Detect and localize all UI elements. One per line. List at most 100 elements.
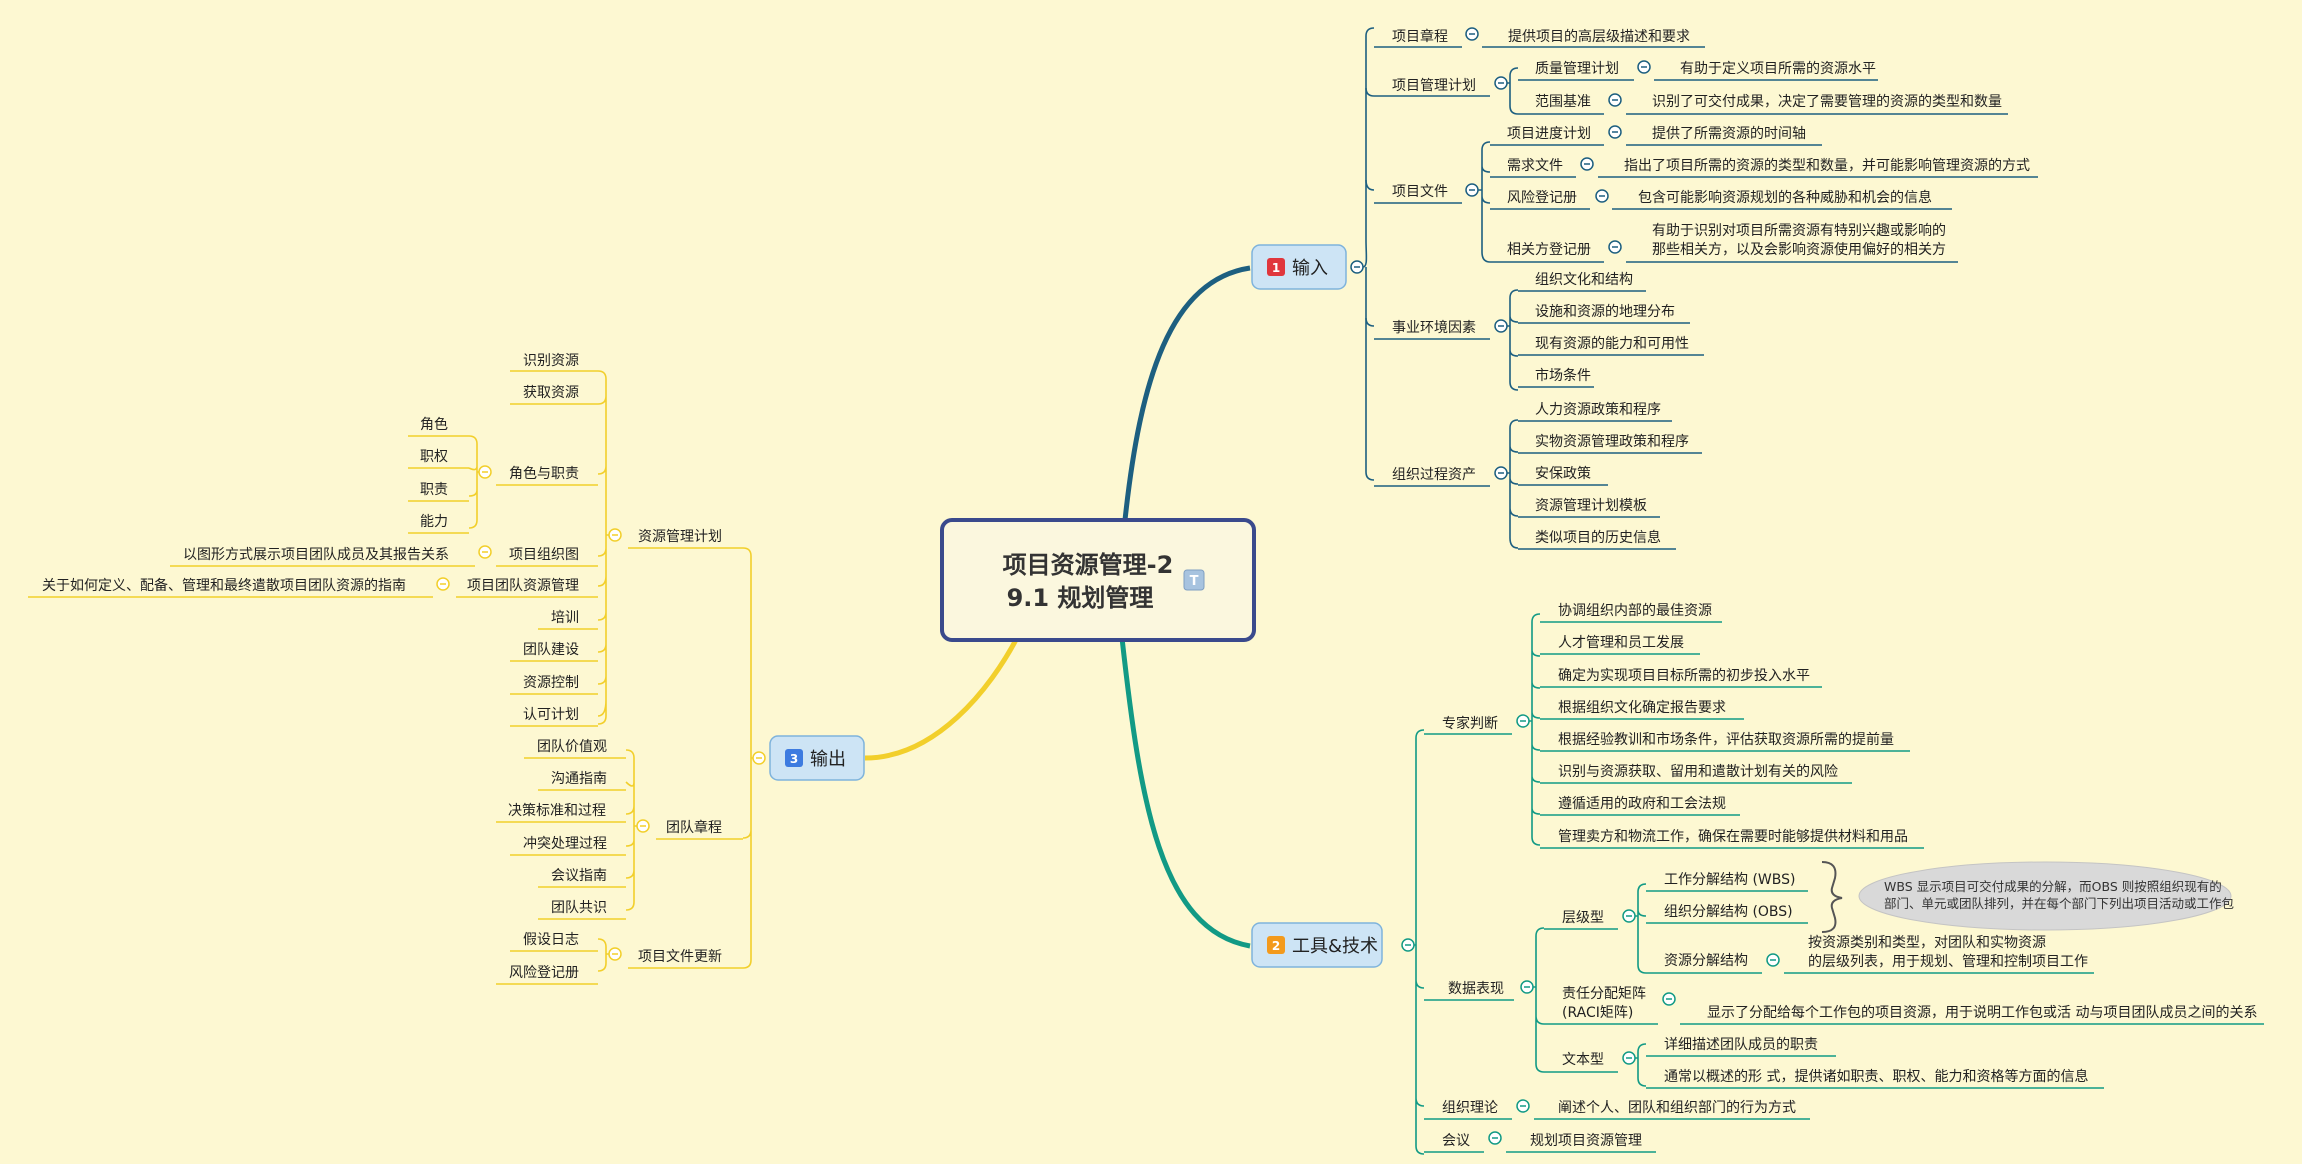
note-raci: 显示了分配给每个工作包的项目资源，用于说明工作包或活 动与项目团队成员之间的关系 — [1707, 1005, 2257, 1021]
collapse-charter-button[interactable] — [1465, 27, 1479, 41]
node-data-representation[interactable]: 数据表现 — [1448, 981, 1504, 997]
priority-2-icon — [1267, 936, 1285, 954]
input-spine-top — [1362, 27, 1375, 268]
collapse-output-button[interactable] — [752, 751, 766, 765]
text-oriented-item-1: 详细描述团队成员的职责 — [1664, 1037, 1818, 1053]
node-wbs[interactable]: 工作分解结构 (WBS) — [1664, 872, 1795, 888]
rmp-team-building: 团队建设 — [523, 642, 579, 658]
node-expert-judgment[interactable]: 专家判断 — [1442, 715, 1498, 732]
note-scope-baseline: 识别了可交付成果，决定了需要管理的资源的类型和数量 — [1652, 93, 2002, 110]
collapse-rmp-button[interactable] — [608, 528, 622, 542]
node-eef[interactable]: 事业环境因素 — [1392, 320, 1476, 336]
collapse-docs-button[interactable] — [1465, 183, 1479, 197]
input-spine-bottom — [1365, 267, 1375, 481]
expert-item-6: 识别与资源获取、留用和遣散计划有关的风险 — [1558, 764, 1838, 780]
node-risk-register[interactable]: 风险登记册 — [1507, 190, 1577, 206]
collapse-hier-button[interactable] — [1622, 909, 1636, 923]
collapse-roles-button[interactable] — [478, 465, 492, 479]
node-project-charter[interactable]: 项目章程 — [1392, 28, 1448, 45]
central-title-line1: 项目资源管理-2 — [1003, 551, 1174, 579]
node-opa[interactable]: 组织过程资产 — [1392, 467, 1476, 483]
node-text-oriented[interactable]: 文本型 — [1562, 1052, 1604, 1068]
collapse-orgchart-button[interactable] — [478, 545, 492, 559]
collapse-expert-button[interactable] — [1516, 714, 1530, 728]
note-risk-register: 包含可能影响资源规划的各种威胁和机会的信息 — [1638, 189, 1932, 206]
charter-item-2: 沟通指南 — [551, 771, 607, 787]
note-meetings: 规划项目资源管理 — [1530, 1133, 1642, 1149]
connector-tools — [1119, 637, 1251, 949]
collapse-req-button[interactable] — [1580, 157, 1594, 171]
collapse-rbs-button[interactable] — [1766, 953, 1780, 967]
collapse-updates-button[interactable] — [608, 947, 622, 961]
node-resource-mgmt-plan[interactable]: 资源管理计划 — [638, 529, 722, 545]
collapse-eef-button[interactable] — [1494, 319, 1508, 333]
node-scope-baseline[interactable]: 范围基准 — [1535, 93, 1591, 110]
central-topic[interactable]: 项目资源管理-2 9.1 规划管理 T — [940, 518, 1256, 642]
node-team-resource-mgmt[interactable]: 项目团队资源管理 — [467, 578, 579, 594]
node-quality-plan[interactable]: 质量管理计划 — [1535, 61, 1619, 77]
note-stakeholder-line1: 有助于识别对项目所需资源有特别兴趣或影响的 — [1652, 223, 1946, 239]
svg-text:T: T — [1190, 574, 1199, 589]
collapse-tools-button[interactable] — [1401, 938, 1415, 952]
note-rbs-line1: 按资源类别和类型，对团队和实物资源 — [1808, 935, 2046, 951]
collapse-meeting-button[interactable] — [1488, 1131, 1502, 1145]
opa-item-3: 安保政策 — [1535, 465, 1591, 482]
node-raci-line1[interactable]: 责任分配矩阵 — [1562, 986, 1646, 1002]
svg-text:2: 2 — [1272, 939, 1280, 953]
opa-item-4: 资源管理计划模板 — [1535, 498, 1647, 514]
branch-output-label: 输出 — [810, 749, 846, 770]
collapse-input-button[interactable] — [1350, 260, 1364, 274]
node-rbs[interactable]: 资源分解结构 — [1664, 953, 1748, 969]
collapse-orgtheory-button[interactable] — [1516, 1099, 1530, 1113]
collapse-schedule-button[interactable] — [1608, 125, 1622, 139]
node-requirements[interactable]: 需求文件 — [1507, 158, 1563, 174]
node-org-chart[interactable]: 项目组织图 — [509, 547, 579, 563]
node-org-theory[interactable]: 组织理论 — [1442, 1100, 1498, 1116]
collapse-quality-button[interactable] — [1637, 60, 1651, 74]
branch-output[interactable]: 3 输出 — [769, 735, 865, 781]
node-schedule[interactable]: 项目进度计划 — [1507, 126, 1591, 142]
collapse-team-charter-button[interactable] — [636, 819, 650, 833]
node-roles-responsibilities[interactable]: 角色与职责 — [509, 465, 579, 482]
note-rbs-line2: 的层级列表，用于规划、管理和控制项目工作 — [1808, 954, 2088, 970]
node-meetings[interactable]: 会议 — [1442, 1133, 1470, 1149]
priority-3-icon — [785, 749, 803, 767]
eef-item-4: 市场条件 — [1535, 367, 1591, 384]
collapse-teammgmt-button[interactable] — [436, 577, 450, 591]
roles-item-3: 职责 — [420, 482, 448, 498]
output-spine — [742, 547, 753, 969]
collapse-pm-plan-button[interactable] — [1494, 76, 1508, 90]
opa-item-1: 人力资源政策和程序 — [1535, 401, 1661, 418]
rmp-acquire-resources: 获取资源 — [523, 385, 579, 401]
note-team-resource-mgmt: 关于如何定义、配备、管理和最终遣散项目团队资源的指南 — [42, 577, 406, 594]
note-org-theory: 阐述个人、团队和组织部门的行为方式 — [1558, 1100, 1796, 1116]
connector-input — [1122, 265, 1251, 521]
priority-1-icon — [1267, 258, 1285, 276]
node-pm-plan[interactable]: 项目管理计划 — [1392, 78, 1476, 94]
node-raci-line2[interactable]: (RACI矩阵) — [1562, 1005, 1633, 1021]
branch-input-label: 输入 — [1292, 258, 1328, 279]
collapse-risk-button[interactable] — [1595, 189, 1609, 203]
eef-item-1: 组织文化和结构 — [1535, 272, 1633, 288]
branch-input[interactable]: 1 输入 — [1251, 244, 1347, 290]
note-requirements: 指出了项目所需的资源的类型和数量，并可能影响管理资源的方式 — [1624, 158, 2030, 174]
node-stakeholder-register[interactable]: 相关方登记册 — [1507, 242, 1591, 258]
collapse-scope-button[interactable] — [1608, 93, 1622, 107]
node-hierarchical[interactable]: 层级型 — [1562, 910, 1604, 926]
expert-item-2: 人才管理和员工发展 — [1558, 635, 1684, 651]
collapse-stake-button[interactable] — [1608, 240, 1622, 254]
tools-spine — [1414, 729, 1425, 1155]
node-doc-updates[interactable]: 项目文件更新 — [638, 949, 722, 965]
branch-tools[interactable]: 2 工具&技术 — [1251, 922, 1383, 968]
node-obs[interactable]: 组织分解结构 (OBS) — [1664, 904, 1793, 920]
eef-item-2: 设施和资源的地理分布 — [1535, 304, 1675, 320]
node-project-docs[interactable]: 项目文件 — [1392, 184, 1448, 200]
collapse-data-button[interactable] — [1520, 980, 1534, 994]
collapse-opa-button[interactable] — [1494, 466, 1508, 480]
node-team-charter[interactable]: 团队章程 — [666, 819, 722, 836]
collapse-text-button[interactable] — [1622, 1051, 1636, 1065]
expert-item-1: 协调组织内部的最佳资源 — [1558, 603, 1712, 619]
collapse-raci-button[interactable] — [1662, 992, 1676, 1006]
rmp-recognition: 认可计划 — [523, 707, 579, 723]
